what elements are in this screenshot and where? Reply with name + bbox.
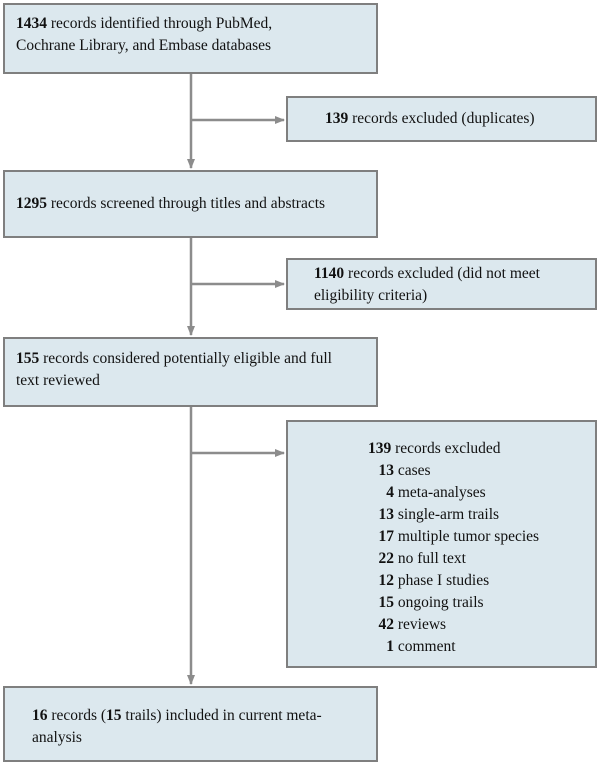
excluded-duplicates-box: 139 records excluded (duplicates) — [286, 96, 597, 142]
excluded-full-text-heading: 139 records excluded — [368, 440, 501, 457]
excluded-full-text-count: 139 — [368, 440, 392, 457]
records-identified-count: 1434 — [16, 15, 47, 32]
records-identified-box: 1434 records identified through PubMed, … — [3, 3, 378, 74]
records-included-line2: analysis — [32, 729, 82, 746]
full-text-reviewed-line2: text reviewed — [16, 372, 100, 389]
exclusion-reason-item: 15 ongoing trails — [378, 594, 484, 611]
records-included-box: 16 records (15 trails) included in curre… — [3, 686, 378, 762]
exclusion-reason-item: 42 reviews — [378, 616, 447, 633]
records-screened-count: 1295 — [16, 195, 47, 212]
exclusion-reason-item: 22 no full text — [378, 550, 466, 567]
records-identified-line2: Cochrane Library, and Embase databases — [16, 37, 272, 54]
exclusion-reason-item: 4 meta-analyses — [386, 484, 486, 501]
exclusion-reason-item: 17 multiple tumor species — [378, 528, 540, 545]
trials-included-count: 15 — [106, 707, 122, 724]
records-included-count: 16 — [32, 707, 48, 724]
full-text-reviewed-box: 155 records considered potentially eligi… — [3, 337, 378, 407]
records-screened-box: 1295 records screened through titles and… — [3, 170, 378, 238]
records-identified-line1: 1434 records identified through PubMed, — [16, 15, 273, 32]
excluded-full-text-box: 139 records excluded 13 cases 4 meta-ana… — [286, 420, 597, 668]
excluded-screening-box: 1140 records excluded (did not meet elig… — [286, 258, 597, 310]
exclusion-reasons-list: 13 cases 4 meta-analyses 13 single-arm t… — [368, 460, 595, 658]
records-included-line1: 16 records (15 trails) included in curre… — [32, 707, 322, 724]
exclusion-reason-item: 1 comment — [386, 638, 456, 655]
excluded-duplicates-count: 139 — [325, 110, 349, 127]
records-screened-text: records screened through titles and abst… — [47, 195, 326, 212]
exclusion-reason-item: 12 phase I studies — [378, 572, 490, 589]
excluded-screening-line2: eligibility criteria) — [314, 287, 428, 304]
full-text-reviewed-line1: 155 records considered potentially eligi… — [16, 350, 332, 367]
full-text-reviewed-count: 155 — [16, 350, 40, 367]
excluded-duplicates-text: records excluded (duplicates) — [348, 110, 535, 127]
exclusion-reason-item: 13 cases — [378, 462, 431, 479]
exclusion-reason-item: 13 single-arm trails — [378, 506, 500, 523]
excluded-screening-line1: 1140 records excluded (did not meet — [314, 265, 540, 282]
excluded-screening-count: 1140 — [314, 265, 345, 282]
